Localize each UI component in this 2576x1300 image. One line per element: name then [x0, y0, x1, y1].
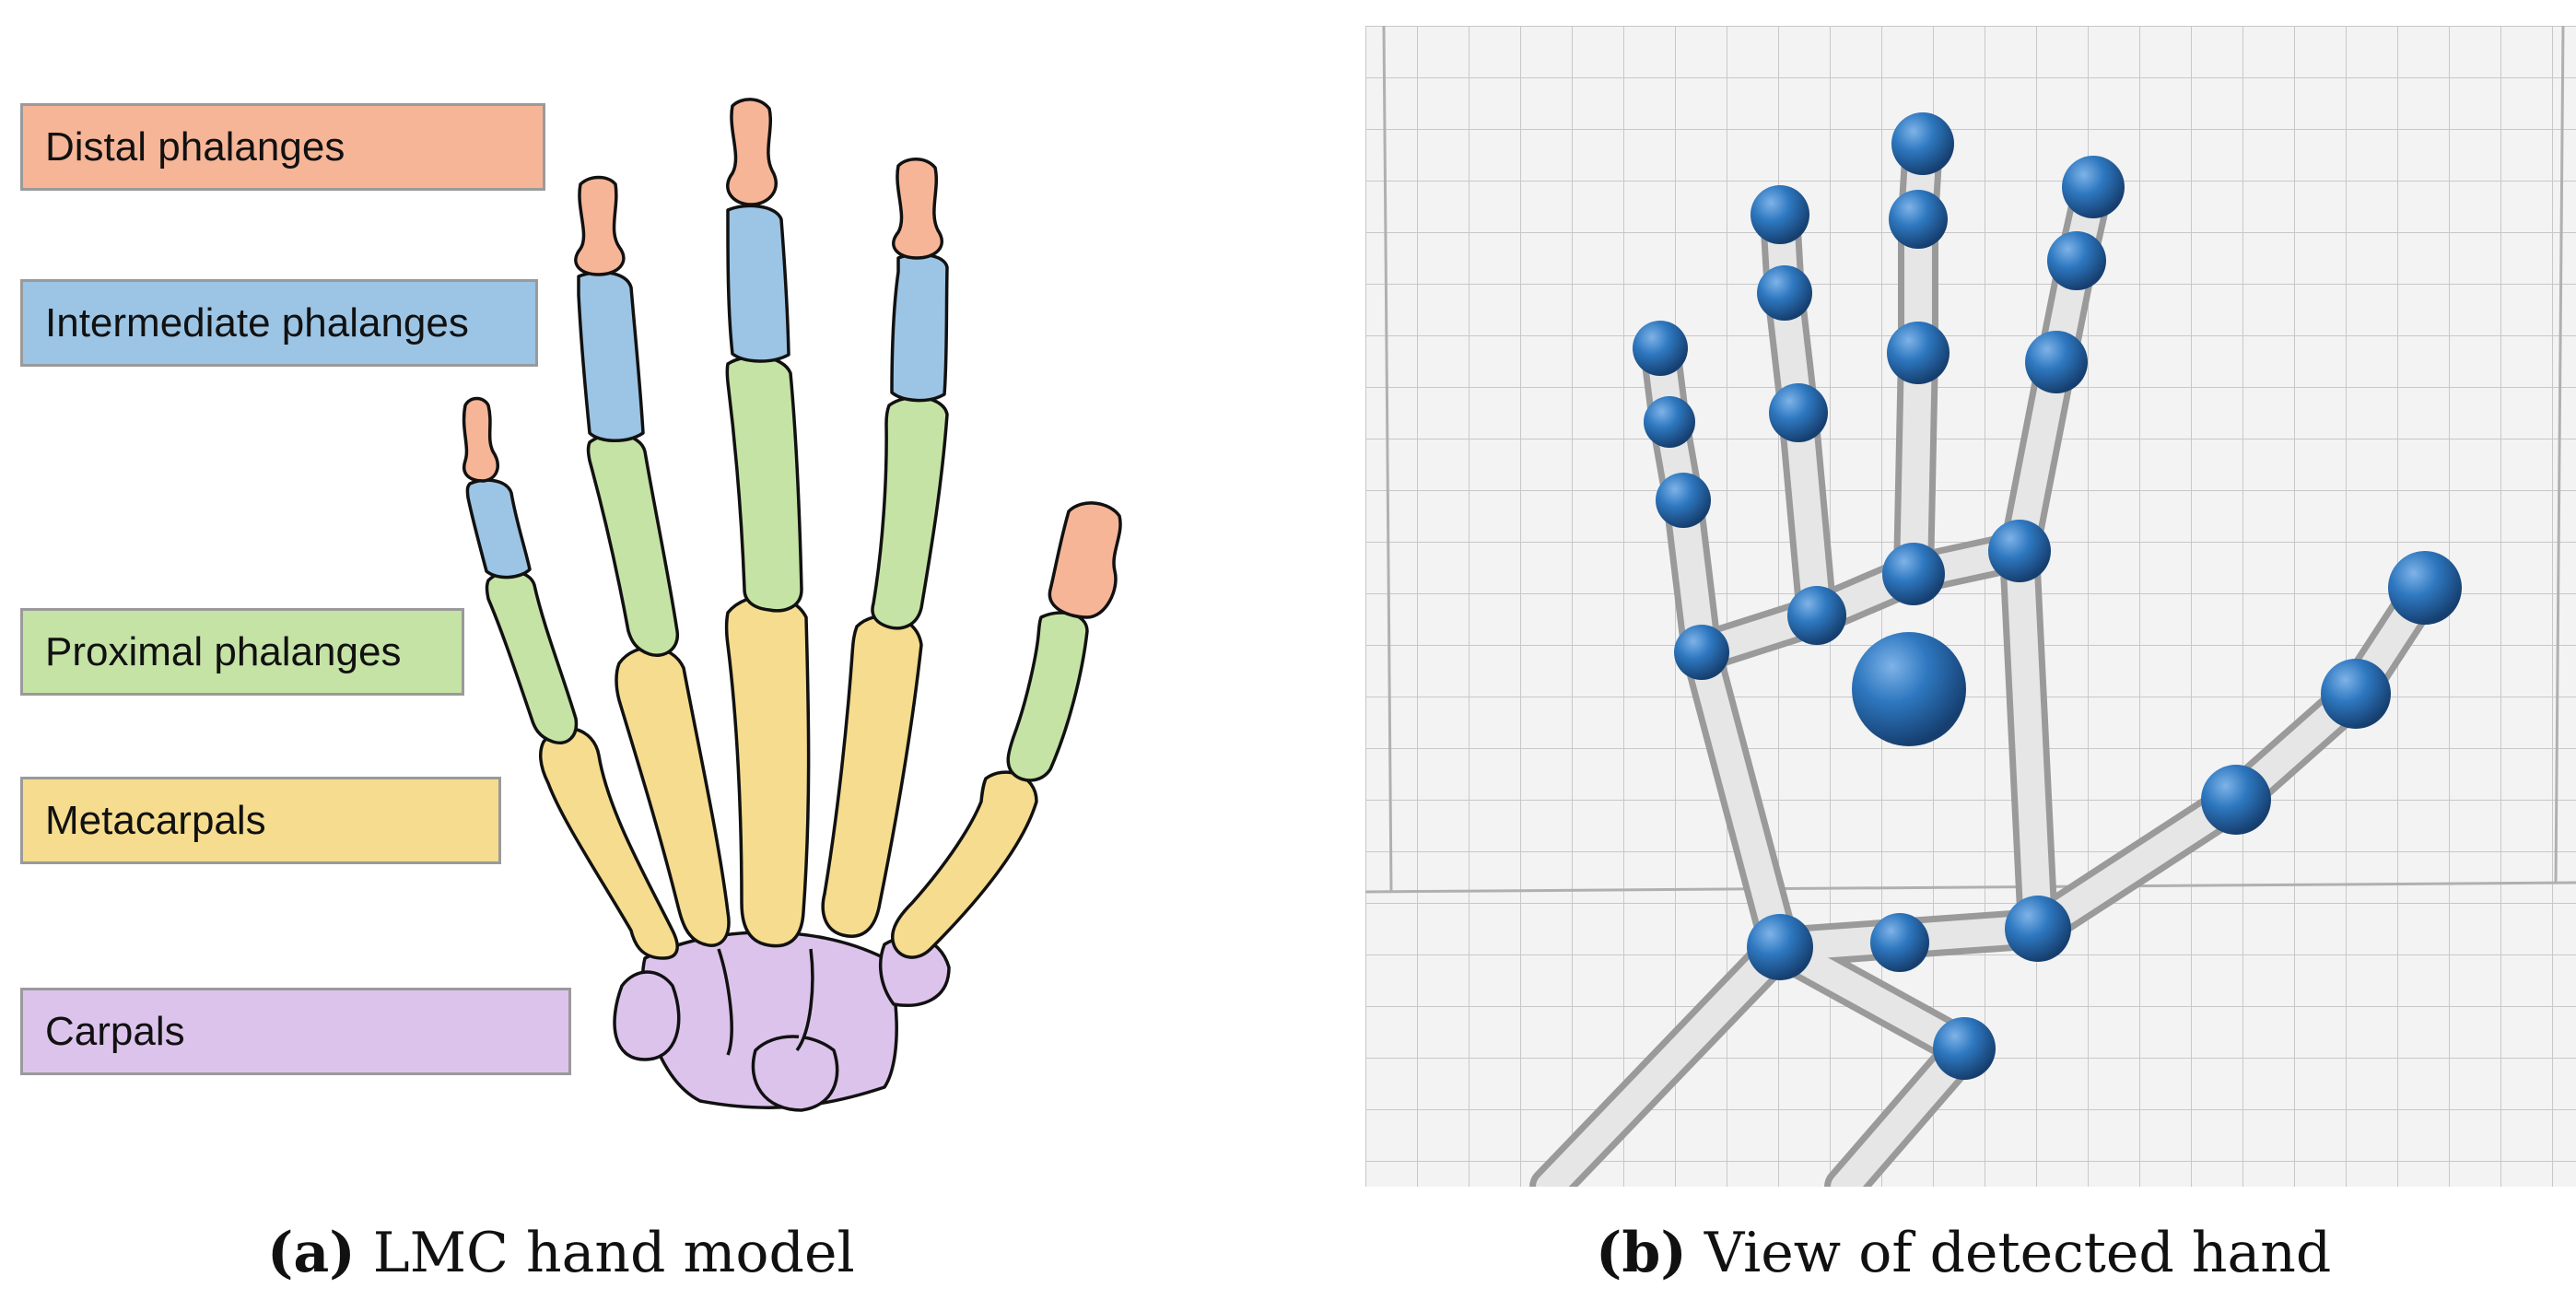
distal-phalanx-bones	[462, 98, 1122, 619]
caption-b-tag: (b)	[1596, 1221, 1687, 1285]
carpal-bones	[613, 931, 951, 1112]
caption-a-tag: (a)	[267, 1221, 356, 1285]
intermediate-phalanx-bones	[465, 204, 949, 580]
label-carpals: Carpals	[20, 988, 571, 1075]
label-proximal-phalanges: Proximal phalanges	[20, 608, 464, 696]
detected-hand-view	[1365, 26, 2576, 1187]
label-metacarpals-text: Metacarpals	[45, 797, 266, 843]
hand-bone-illustration	[462, 98, 1122, 1112]
proximal-phalanx-bones	[485, 355, 1089, 782]
label-intermediate-text: Intermediate phalanges	[45, 299, 469, 345]
label-metacarpals: Metacarpals	[20, 777, 501, 864]
label-distal-phalanges: Distal phalanges	[20, 103, 545, 191]
caption-b-text: View of detected hand	[1704, 1221, 2332, 1285]
metacarpal-bones	[538, 594, 1038, 960]
caption-a-text: LMC hand model	[372, 1221, 855, 1285]
caption-b: (b) View of detected hand	[1596, 1221, 2331, 1285]
label-intermediate-phalanges: Intermediate phalanges	[20, 279, 538, 367]
label-distal-text: Distal phalanges	[45, 123, 345, 170]
joint-spheres	[1633, 112, 2462, 1080]
label-carpals-text: Carpals	[45, 1008, 185, 1054]
label-proximal-text: Proximal phalanges	[45, 628, 402, 674]
caption-a: (a) LMC hand model	[267, 1221, 855, 1285]
palm-center-sphere	[1852, 632, 1966, 746]
